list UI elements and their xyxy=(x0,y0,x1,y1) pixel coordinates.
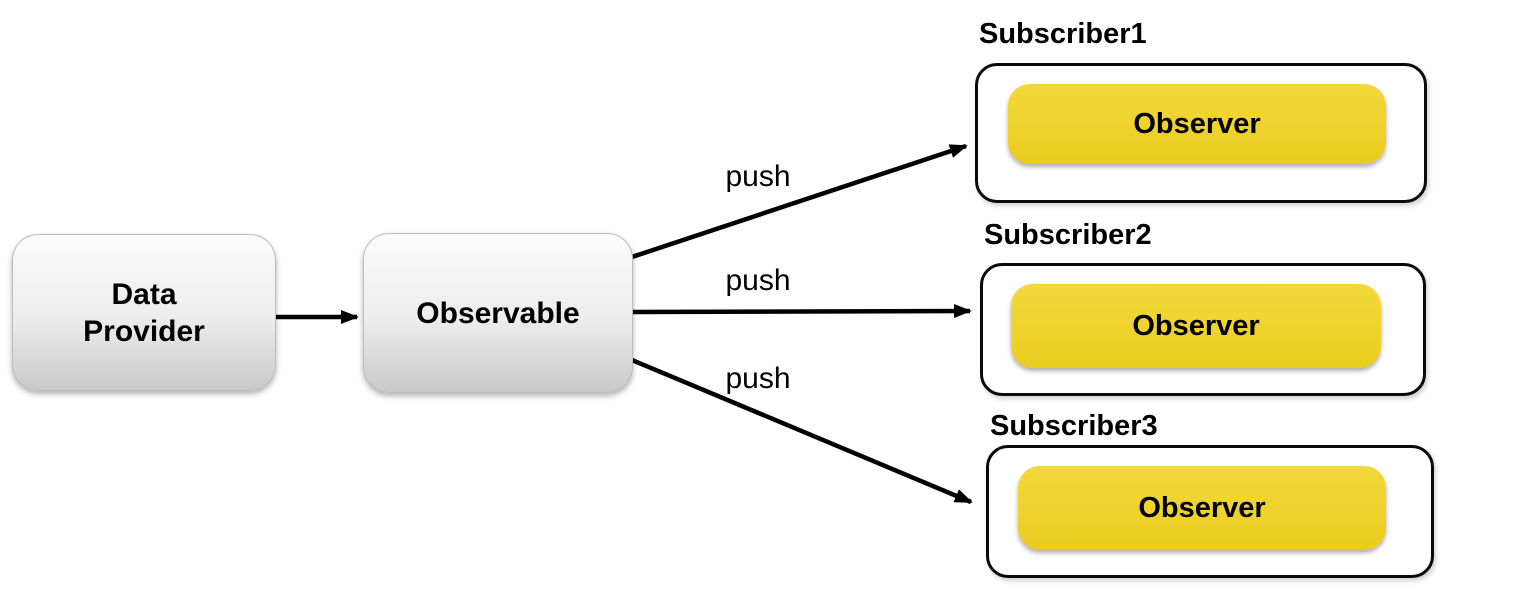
data-provider-label: Data Provider xyxy=(83,277,205,348)
arrow-push-to-subscriber2 xyxy=(630,304,972,319)
subscriber1-title: Subscriber1 xyxy=(979,18,1147,50)
data-provider-node: Data Provider xyxy=(12,234,276,391)
subscriber3-observer-pill: Observer xyxy=(1018,466,1386,550)
subscriber1-observer-label: Observer xyxy=(1133,107,1261,140)
subscriber3-title: Subscriber3 xyxy=(990,410,1158,442)
subscriber3-observer-label: Observer xyxy=(1138,491,1266,524)
observable-node: Observable xyxy=(363,233,633,393)
push-label-2: push xyxy=(725,264,791,297)
subscriber2-title: Subscriber2 xyxy=(984,219,1152,251)
push-label-1: push xyxy=(725,160,791,193)
subscriber2-observer-pill: Observer xyxy=(1011,284,1381,368)
subscriber1-observer-pill: Observer xyxy=(1008,84,1386,164)
observable-label: Observable xyxy=(416,296,580,330)
push-label-3: push xyxy=(725,362,791,395)
subscriber2-observer-label: Observer xyxy=(1132,309,1260,342)
